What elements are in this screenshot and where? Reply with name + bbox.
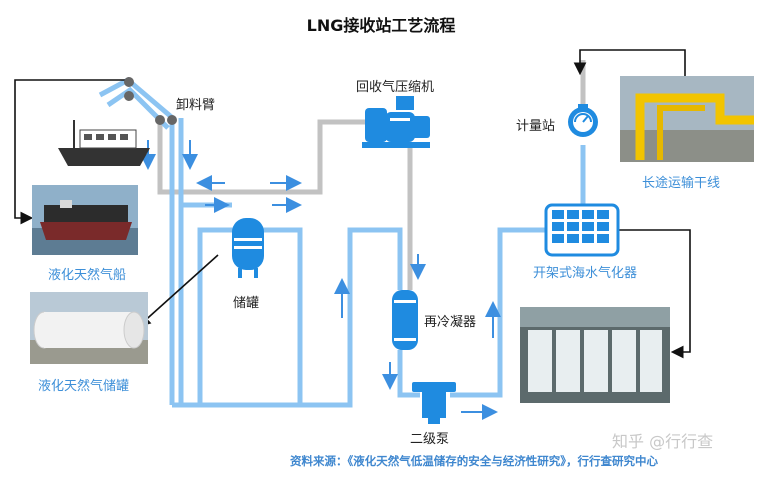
label-lng-tank: 液化天然气储罐: [38, 379, 130, 394]
lng-ship-icon: [58, 120, 150, 166]
lng-tank-photo: [30, 292, 148, 364]
pipeline-photo: [620, 76, 754, 162]
source-note: 资料来源：《液化天然气低温储存的安全与经济性研究》，行行查研究中心: [290, 454, 658, 468]
label-lng-ship: 液化天然气船: [48, 268, 127, 283]
watermark: 知乎 @行行查: [612, 432, 714, 451]
label-metering: 计量站: [516, 119, 556, 134]
unloading-arm-icon: [124, 77, 177, 125]
page-title: LNG接收站工艺流程: [306, 16, 456, 35]
pointer-arrows: [14, 49, 691, 359]
pump-icon: [412, 382, 456, 424]
label-recondenser: 再冷凝器: [424, 315, 477, 330]
grid-vaporizer-icon: [544, 203, 620, 257]
label-vaporizer: 开架式海水气化器: [533, 266, 638, 281]
vessel-icon: [392, 290, 418, 350]
compressor-icon: [362, 96, 430, 148]
label-storage-tank: 储罐: [233, 296, 260, 311]
label-pipeline: 长途运输干线: [642, 176, 721, 191]
storage-tank-icon: [232, 218, 264, 278]
label-pump: 二级泵: [410, 432, 450, 447]
liquid-lines: [98, 76, 586, 408]
lng-ship-photo: [32, 185, 138, 255]
label-compressor: 回收气压缩机: [356, 80, 435, 95]
label-unloading-arm: 卸料臂: [176, 98, 216, 113]
flow-arrows: [140, 140, 501, 420]
meter-gauge-icon: [568, 104, 598, 137]
vaporizer-photo: [520, 307, 670, 403]
